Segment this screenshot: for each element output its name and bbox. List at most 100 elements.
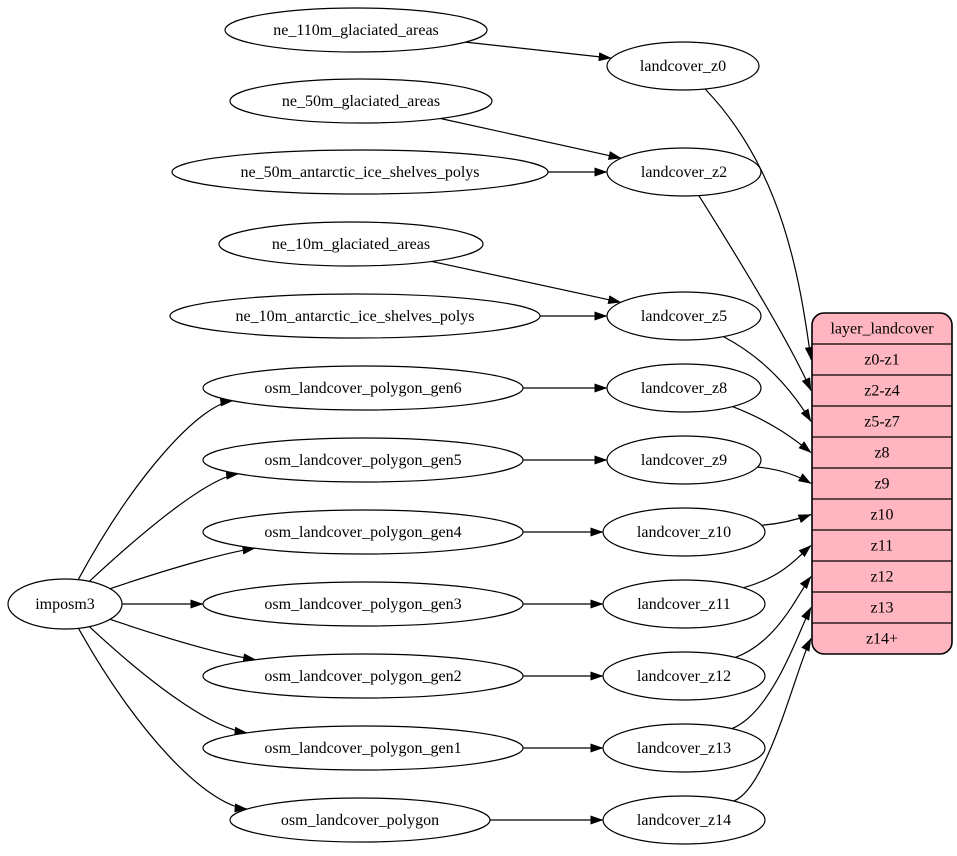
node-label-landcover_z10: landcover_z10 [637,524,731,541]
node-label-ne_10m_antarctic_ice_shelves_polys: ne_10m_antarctic_ice_shelves_polys [235,308,474,325]
edge-landcover_z11--row-z11 [743,545,812,589]
node-ne_50m_antarctic_ice_shelves_polys: ne_50m_antarctic_ice_shelves_polys [171,149,549,195]
node-ellipse-imposm3 [7,578,123,630]
node-ellipse-landcover_z9 [606,435,762,485]
node-ellipse-ne_110m_glaciated_areas [224,7,488,53]
node-label-osm_landcover_polygon_gen5: osm_landcover_polygon_gen5 [264,452,461,469]
node-label-osm_landcover_polygon_gen3: osm_landcover_polygon_gen3 [264,596,461,613]
node-ne_10m_antarctic_ice_shelves_polys: ne_10m_antarctic_ice_shelves_polys [169,293,541,339]
table-row-z11: z11 [871,538,894,555]
table-row-z13: z13 [870,600,893,617]
table-row-z2-z4: z2-z4 [864,383,900,400]
node-label-landcover_z5: landcover_z5 [641,308,727,325]
edge-ne_50m_glaciated_areas--landcover_z2 [440,117,622,160]
node-label-landcover_z9: landcover_z9 [641,452,727,469]
edge-landcover_z10--row-z10 [761,513,812,526]
node-ellipse-landcover_z13 [602,723,766,773]
edge-imposm3--osm_landcover_polygon_gen2 [109,618,257,663]
node-ne_110m_glaciated_areas: ne_110m_glaciated_areas [224,7,488,53]
edge-imposm3--osm_landcover_polygon_gen1 [88,626,248,736]
node-landcover_z11: landcover_z11 [602,579,766,629]
node-label-osm_landcover_polygon_gen6: osm_landcover_polygon_gen6 [264,380,461,397]
node-landcover_z8: landcover_z8 [606,363,762,413]
node-label-landcover_z2: landcover_z2 [641,164,727,181]
node-osm_landcover_polygon_gen3: osm_landcover_polygon_gen3 [202,581,524,627]
edge-landcover_z9--row-z9 [757,466,812,485]
edge-landcover_z12--row-z12 [735,576,812,658]
node-osm_landcover_polygon_gen4: osm_landcover_polygon_gen4 [202,509,524,555]
node-osm_landcover_polygon_gen6: osm_landcover_polygon_gen6 [202,365,524,411]
node-ellipse-osm_landcover_polygon_gen6 [202,365,524,411]
node-ellipse-osm_landcover_polygon_gen5 [202,437,524,483]
edge-landcover_z2--row-z2-z4 [698,195,812,391]
node-label-landcover_z11: landcover_z11 [637,596,731,613]
node-ellipse-landcover_z12 [602,651,766,701]
node-ellipse-landcover_z0 [606,41,760,91]
node-landcover_z0: landcover_z0 [606,41,760,91]
node-label-landcover_z13: landcover_z13 [637,740,731,757]
edge-imposm3--osm_landcover_polygon_gen6 [77,397,234,580]
node-ellipse-ne_10m_glaciated_areas [218,221,484,267]
edge-imposm3--osm_landcover_polygon_gen4 [109,545,256,590]
edge-landcover_z13--row-z13 [731,607,812,730]
node-label-ne_110m_glaciated_areas: ne_110m_glaciated_areas [273,22,439,39]
table-row-z10: z10 [870,507,893,524]
node-label-ne_50m_glaciated_areas: ne_50m_glaciated_areas [282,93,440,110]
table-title: layer_landcover [830,321,934,338]
node-ellipse-landcover_z10 [602,507,766,557]
node-label-osm_landcover_polygon_gen1: osm_landcover_polygon_gen1 [264,740,461,757]
node-landcover_z13: landcover_z13 [602,723,766,773]
edge-landcover_z5--row-z5-z7 [723,336,812,422]
node-ellipse-osm_landcover_polygon_gen3 [202,581,524,627]
node-ellipse-ne_10m_antarctic_ice_shelves_polys [169,293,541,339]
edge-ne_10m_glaciated_areas--landcover_z5 [431,260,622,305]
node-label-ne_50m_antarctic_ice_shelves_polys: ne_50m_antarctic_ice_shelves_polys [240,164,479,181]
table-row-z0-z1: z0-z1 [864,352,900,369]
node-ne_10m_glaciated_areas: ne_10m_glaciated_areas [218,221,484,267]
table-layer_landcover: layer_landcover z0-z1 z2-z4 z5-z7 z8 z9 z10 z11… [811,312,953,655]
node-label-landcover_z8: landcover_z8 [641,380,727,397]
node-label-imposm3: imposm3 [35,596,95,613]
node-ellipse-ne_50m_glaciated_areas [229,78,493,124]
edge-landcover_z0--row-z0-z1 [704,88,814,360]
node-ellipse-ne_50m_antarctic_ice_shelves_polys [171,149,549,195]
node-landcover_z5: landcover_z5 [606,291,762,341]
node-landcover_z2: landcover_z2 [606,147,762,197]
table-row-z8: z8 [874,445,889,462]
table-background [811,312,953,655]
node-label-osm_landcover_polygon_gen4: osm_landcover_polygon_gen4 [264,524,461,541]
edge-landcover_z8--row-z8 [732,406,812,453]
node-imposm3: imposm3 [7,578,123,630]
table-row-z14+: z14+ [866,631,898,648]
node-label-osm_landcover_polygon: osm_landcover_polygon [281,812,439,829]
node-label-landcover_z0: landcover_z0 [640,58,726,75]
node-label-landcover_z12: landcover_z12 [637,668,731,685]
node-landcover_z9: landcover_z9 [606,435,762,485]
table-row-z12: z12 [870,569,893,586]
edge-imposm3--osm_landcover_polygon [77,628,248,813]
node-osm_landcover_polygon_gen2: osm_landcover_polygon_gen2 [202,653,524,699]
node-ellipse-osm_landcover_polygon_gen1 [202,725,524,771]
node-ellipse-landcover_z11 [602,579,766,629]
edge-landcover_z14--row-z14+ [733,638,812,802]
table-row-z5-z7: z5-z7 [864,414,900,431]
edge-imposm3--osm_landcover_polygon_gen5 [88,470,240,582]
node-label-ne_10m_glaciated_areas: ne_10m_glaciated_areas [272,236,430,253]
node-ellipse-landcover_z14 [602,795,766,845]
node-ellipse-landcover_z2 [606,147,762,197]
node-ellipse-osm_landcover_polygon_gen2 [202,653,524,699]
node-ellipse-osm_landcover_polygon_gen4 [202,509,524,555]
node-landcover_z14: landcover_z14 [602,795,766,845]
node-landcover_z12: landcover_z12 [602,651,766,701]
table-row-z9: z9 [874,476,889,493]
node-landcover_z10: landcover_z10 [602,507,766,557]
node-osm_landcover_polygon: osm_landcover_polygon [229,797,491,843]
node-ellipse-landcover_z5 [606,291,762,341]
node-osm_landcover_polygon_gen5: osm_landcover_polygon_gen5 [202,437,524,483]
node-ne_50m_glaciated_areas: ne_50m_glaciated_areas [229,78,493,124]
node-label-landcover_z14: landcover_z14 [637,812,731,829]
node-ellipse-osm_landcover_polygon [229,797,491,843]
edges-layer [77,41,814,825]
node-ellipse-landcover_z8 [606,363,762,413]
